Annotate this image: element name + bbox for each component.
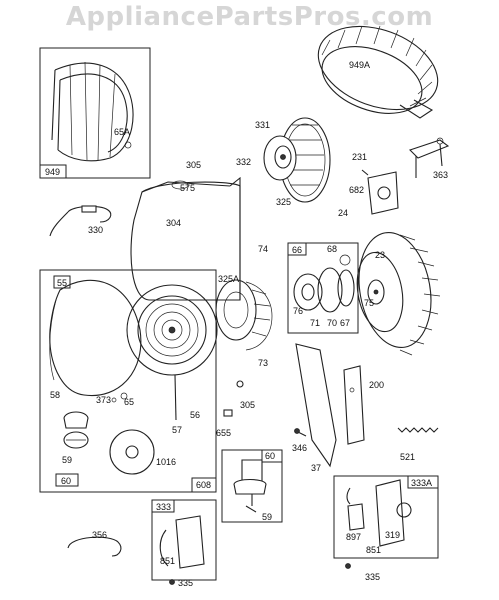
- part-label-575: 575: [180, 183, 196, 193]
- part-label-335-left: 335: [178, 578, 194, 588]
- part-label-70: 70: [327, 318, 338, 328]
- part-label-335-right: 335: [365, 572, 381, 582]
- part-label-356: 356: [92, 530, 108, 540]
- part-label-305-mid: 305: [240, 400, 256, 410]
- stop-switch-wire: [49, 205, 112, 237]
- part-label-851-left: 851: [160, 556, 176, 566]
- blower-screen: [317, 25, 439, 119]
- part-label-60-starter: 60: [61, 476, 72, 486]
- armature-box: [151, 499, 217, 585]
- part-label-66: 66: [292, 245, 303, 255]
- part-label-24: 24: [338, 208, 349, 218]
- wire-guard-group: [39, 47, 151, 179]
- part-label-76: 76: [293, 306, 304, 316]
- deflector-and-baffle: [294, 343, 365, 468]
- part-label-332: 332: [236, 157, 252, 167]
- part-label-333a: 333A: [411, 478, 433, 488]
- part-label-200: 200: [369, 380, 385, 390]
- part-label-59-starter: 59: [62, 455, 73, 465]
- part-label-67: 67: [340, 318, 351, 328]
- part-label-75: 75: [364, 298, 375, 308]
- bracket-and-plate: [361, 137, 450, 215]
- part-label-949: 949: [45, 167, 61, 177]
- flywheel: [356, 232, 441, 356]
- part-label-325a: 325A: [218, 274, 240, 284]
- part-label-331: 331: [255, 120, 271, 130]
- part-label-608: 608: [196, 480, 212, 490]
- handle-box: [221, 449, 283, 523]
- part-label-231: 231: [352, 152, 368, 162]
- ignition-box: [333, 475, 439, 569]
- blower-housing: [130, 176, 241, 301]
- part-label-65: 65: [124, 397, 135, 407]
- part-label-57: 57: [172, 425, 183, 435]
- part-label-330: 330: [88, 225, 104, 235]
- starter-box: [39, 269, 218, 493]
- part-label-949a: 949A: [349, 60, 371, 70]
- part-label-373: 373: [96, 395, 112, 405]
- part-label-58: 58: [50, 390, 61, 400]
- part-label-37: 37: [311, 463, 322, 473]
- part-label-304: 304: [166, 218, 182, 228]
- part-label-74: 74: [258, 244, 269, 254]
- part-label-655: 655: [216, 428, 232, 438]
- part-label-71: 71: [310, 318, 321, 328]
- spring-521: [397, 427, 439, 433]
- part-label-325: 325: [276, 197, 292, 207]
- part-label-68: 68: [327, 244, 338, 254]
- part-label-682: 682: [349, 185, 365, 195]
- part-label-333: 333: [156, 502, 172, 512]
- clip-655: [223, 409, 233, 417]
- pulley-and-screen: [263, 117, 331, 203]
- part-label-305-top: 305: [186, 160, 202, 170]
- part-label-23: 23: [375, 250, 386, 260]
- part-label-59-handle: 59: [262, 512, 273, 522]
- part-label-897: 897: [346, 532, 362, 542]
- part-label-55: 55: [57, 278, 68, 288]
- wire-356: [67, 536, 122, 557]
- part-label-73: 73: [258, 358, 269, 368]
- part-label-1016: 1016: [156, 457, 177, 467]
- starter-pulley: [215, 279, 273, 388]
- part-label-521: 521: [400, 452, 416, 462]
- part-label-65a: 65A: [114, 127, 131, 137]
- part-label-363: 363: [433, 170, 449, 180]
- part-label-60-handle: 60: [265, 451, 276, 461]
- handle-parts: [55, 411, 155, 487]
- part-label-319: 319: [385, 530, 401, 540]
- part-label-851-right: 851: [366, 545, 382, 555]
- part-label-346: 346: [292, 443, 308, 453]
- clutch-box: [287, 242, 359, 334]
- part-label-56: 56: [190, 410, 201, 420]
